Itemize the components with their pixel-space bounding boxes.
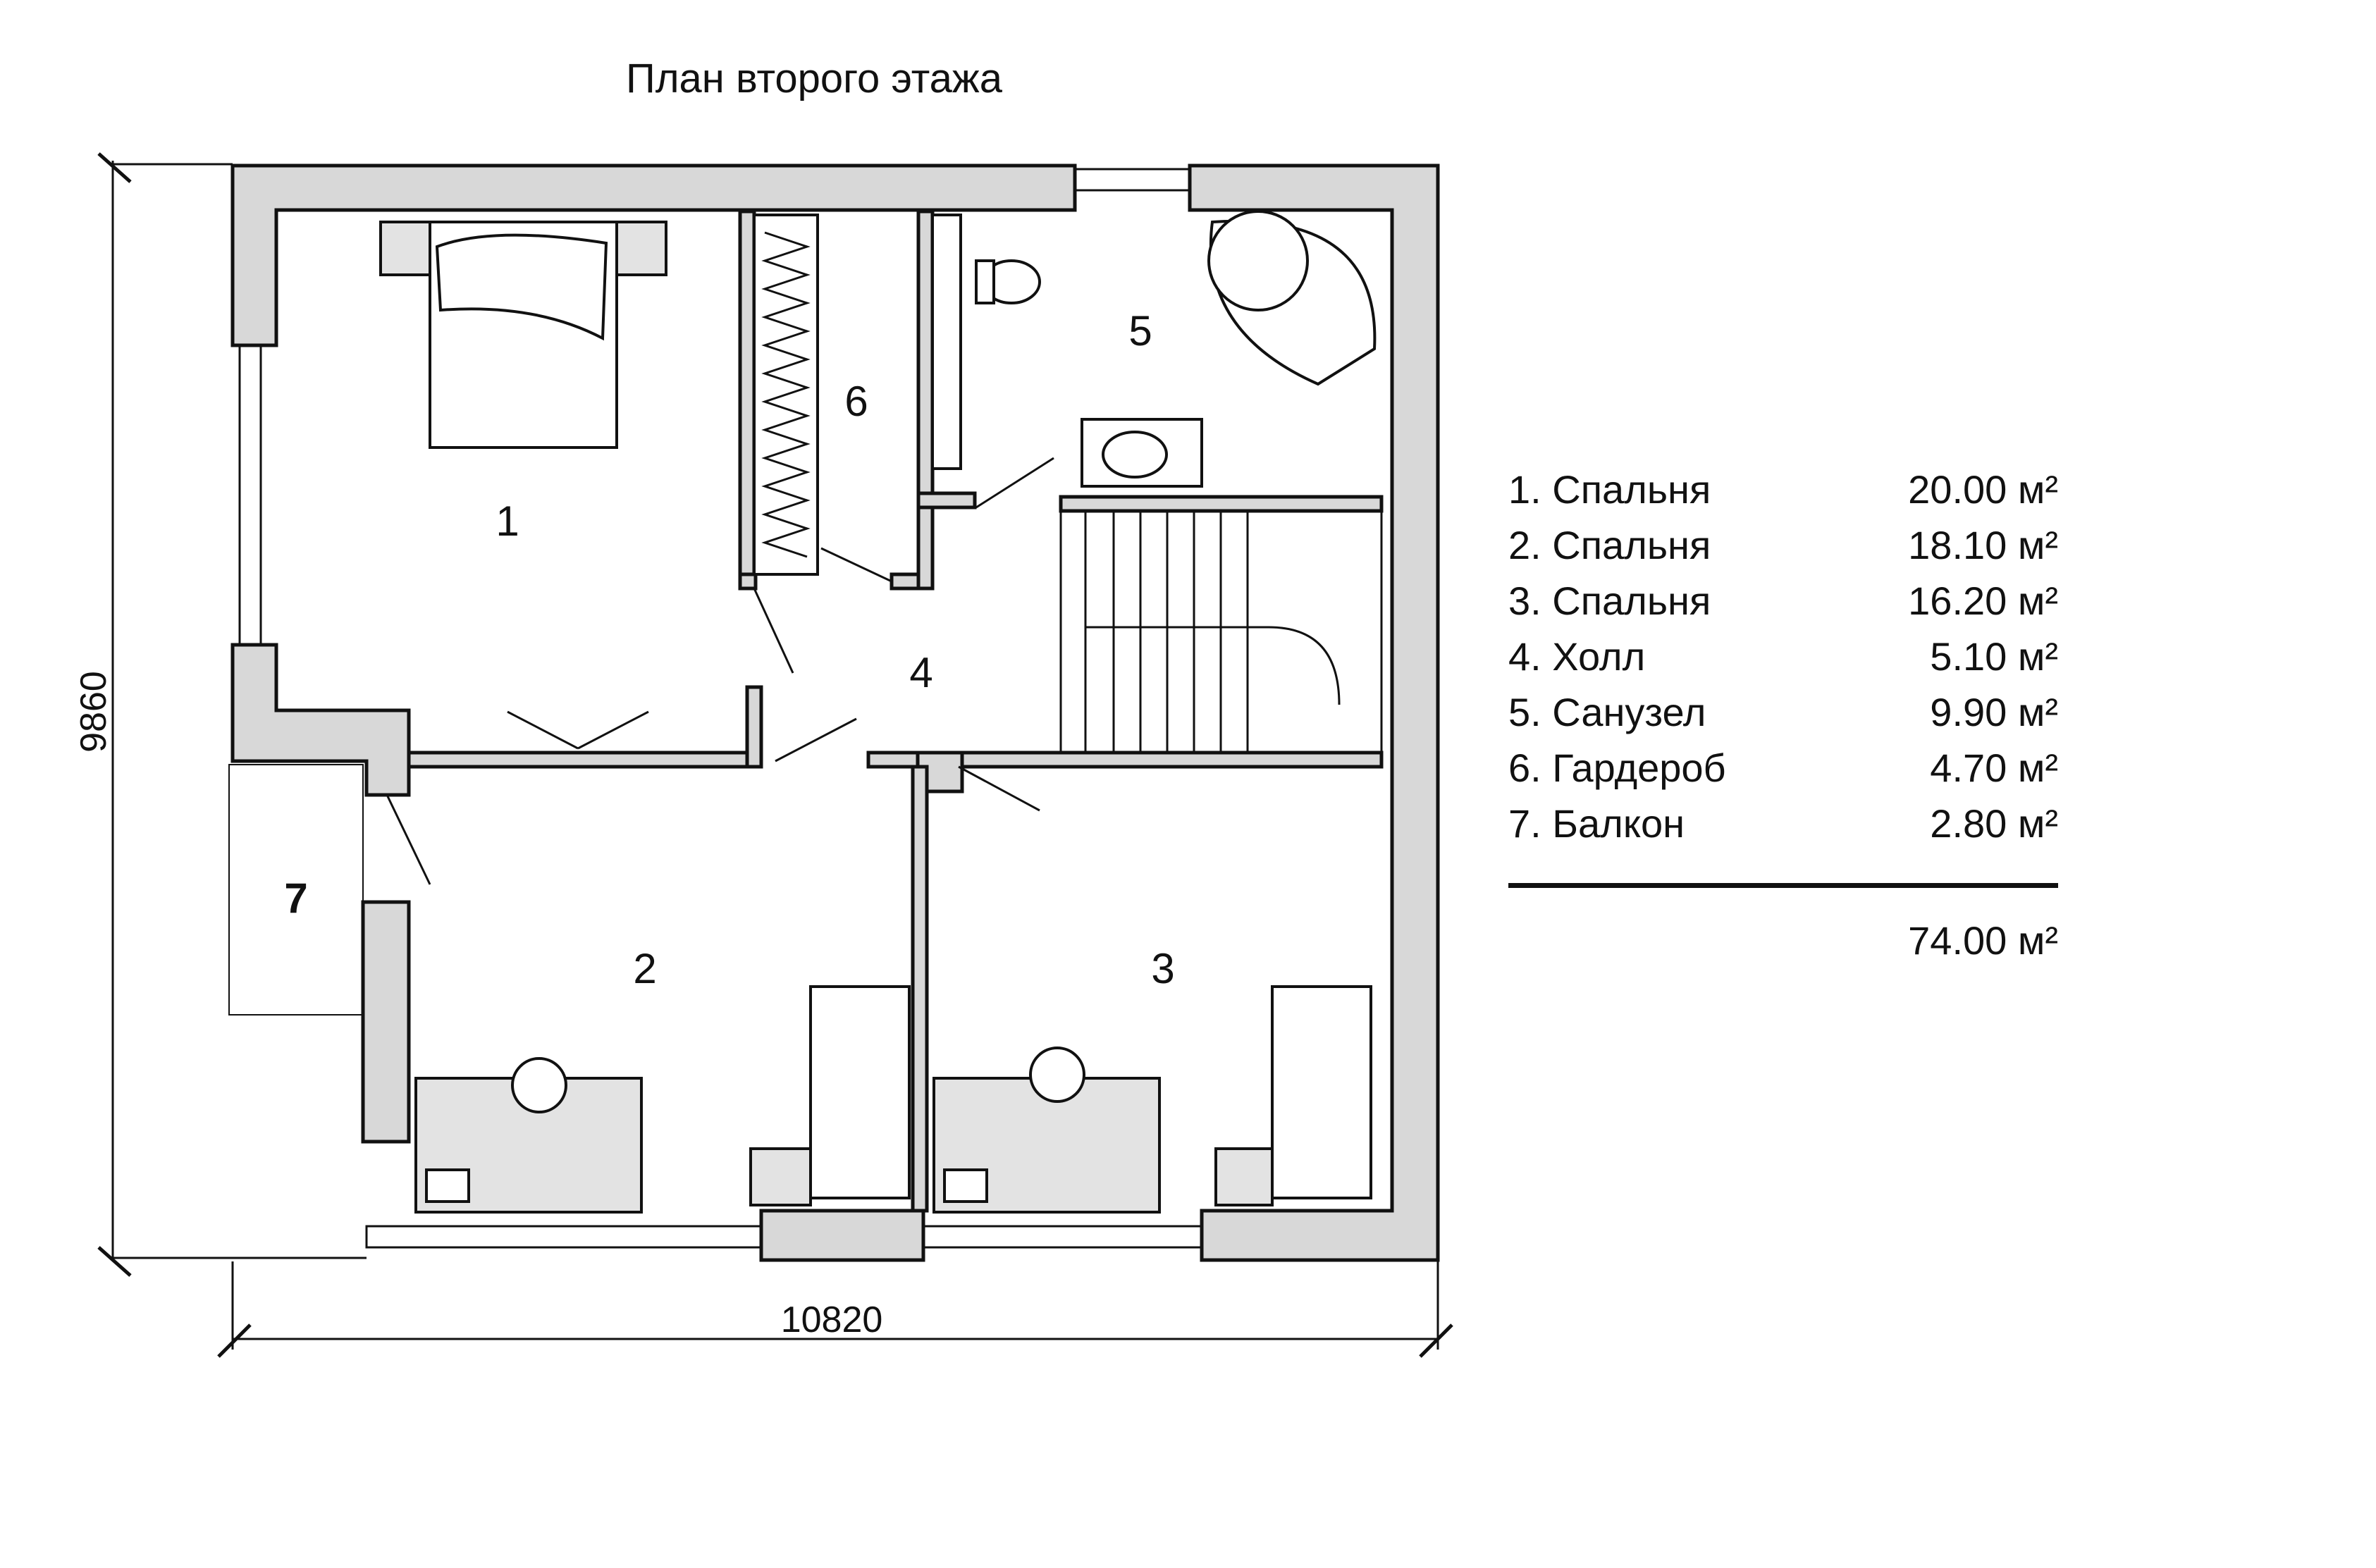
legend-room-area: 20.00 м² — [1908, 467, 2058, 512]
legend-room-name: 6. Гардероб — [1508, 746, 1726, 790]
windows — [228, 168, 1203, 1249]
dimension-height: 9860 — [73, 671, 114, 753]
legend-row: 5. Санузел 9.90 м² — [1508, 684, 2058, 740]
staircase — [1059, 510, 1383, 754]
legend-room-area: 5.10 м² — [1930, 634, 2058, 679]
doors — [386, 457, 1054, 885]
room-number-6: 6 — [844, 378, 868, 425]
room-number-1: 1 — [495, 498, 519, 545]
room-number-5: 5 — [1128, 307, 1152, 354]
interior-walls — [407, 209, 1384, 1213]
dimension-lines — [97, 152, 1453, 1358]
legend-room-name: 1. Спальня — [1508, 467, 1711, 512]
room-number-4: 4 — [909, 649, 932, 696]
legend-room-name: 3. Спальня — [1508, 579, 1711, 623]
legend-divider — [1508, 883, 2058, 888]
room-2-furniture — [414, 985, 911, 1214]
legend-row: 1. Спальня 20.00 м² — [1508, 462, 2058, 517]
bathroom-fixtures — [931, 210, 1377, 488]
room-number-2: 2 — [633, 945, 656, 992]
legend-room-area: 18.10 м² — [1908, 523, 2058, 567]
room-number-7: 7 — [284, 875, 307, 922]
legend-room-name: 4. Холл — [1508, 634, 1646, 679]
bed-room-1 — [379, 221, 667, 449]
floor-plan: 10820 9860 — [73, 152, 1453, 1358]
plan-title: План второго этажа — [626, 56, 1002, 101]
legend-total-area: 74.00 м² — [1908, 918, 2058, 963]
legend-row: 3. Спальня 16.20 м² — [1508, 573, 2058, 629]
legend-row: 6. Гардероб 4.70 м² — [1508, 740, 2058, 796]
legend-room-name: 2. Спальня — [1508, 523, 1711, 567]
exterior-walls — [230, 163, 1440, 1262]
legend-room-area: 9.90 м² — [1930, 690, 2058, 734]
legend-room-area: 4.70 м² — [1930, 746, 2058, 790]
legend-room-area: 2.80 м² — [1930, 801, 2058, 846]
wardrobe — [753, 214, 819, 576]
legend-row: 4. Холл 5.10 м² — [1508, 629, 2058, 684]
legend-room-area: 16.20 м² — [1908, 579, 2058, 623]
dimension-width: 10820 — [781, 1300, 883, 1340]
legend-row: 7. Балкон 2.80 м² — [1508, 796, 2058, 851]
room-3-furniture — [932, 985, 1372, 1214]
legend-room-name: 7. Балкон — [1508, 801, 1685, 846]
room-number-3: 3 — [1151, 945, 1174, 992]
legend-row: 2. Спальня 18.10 м² — [1508, 517, 2058, 573]
area-legend: 1. Спальня 20.00 м² 2. Спальня 18.10 м² … — [1508, 462, 2058, 963]
legend-room-name: 5. Санузел — [1508, 690, 1706, 734]
